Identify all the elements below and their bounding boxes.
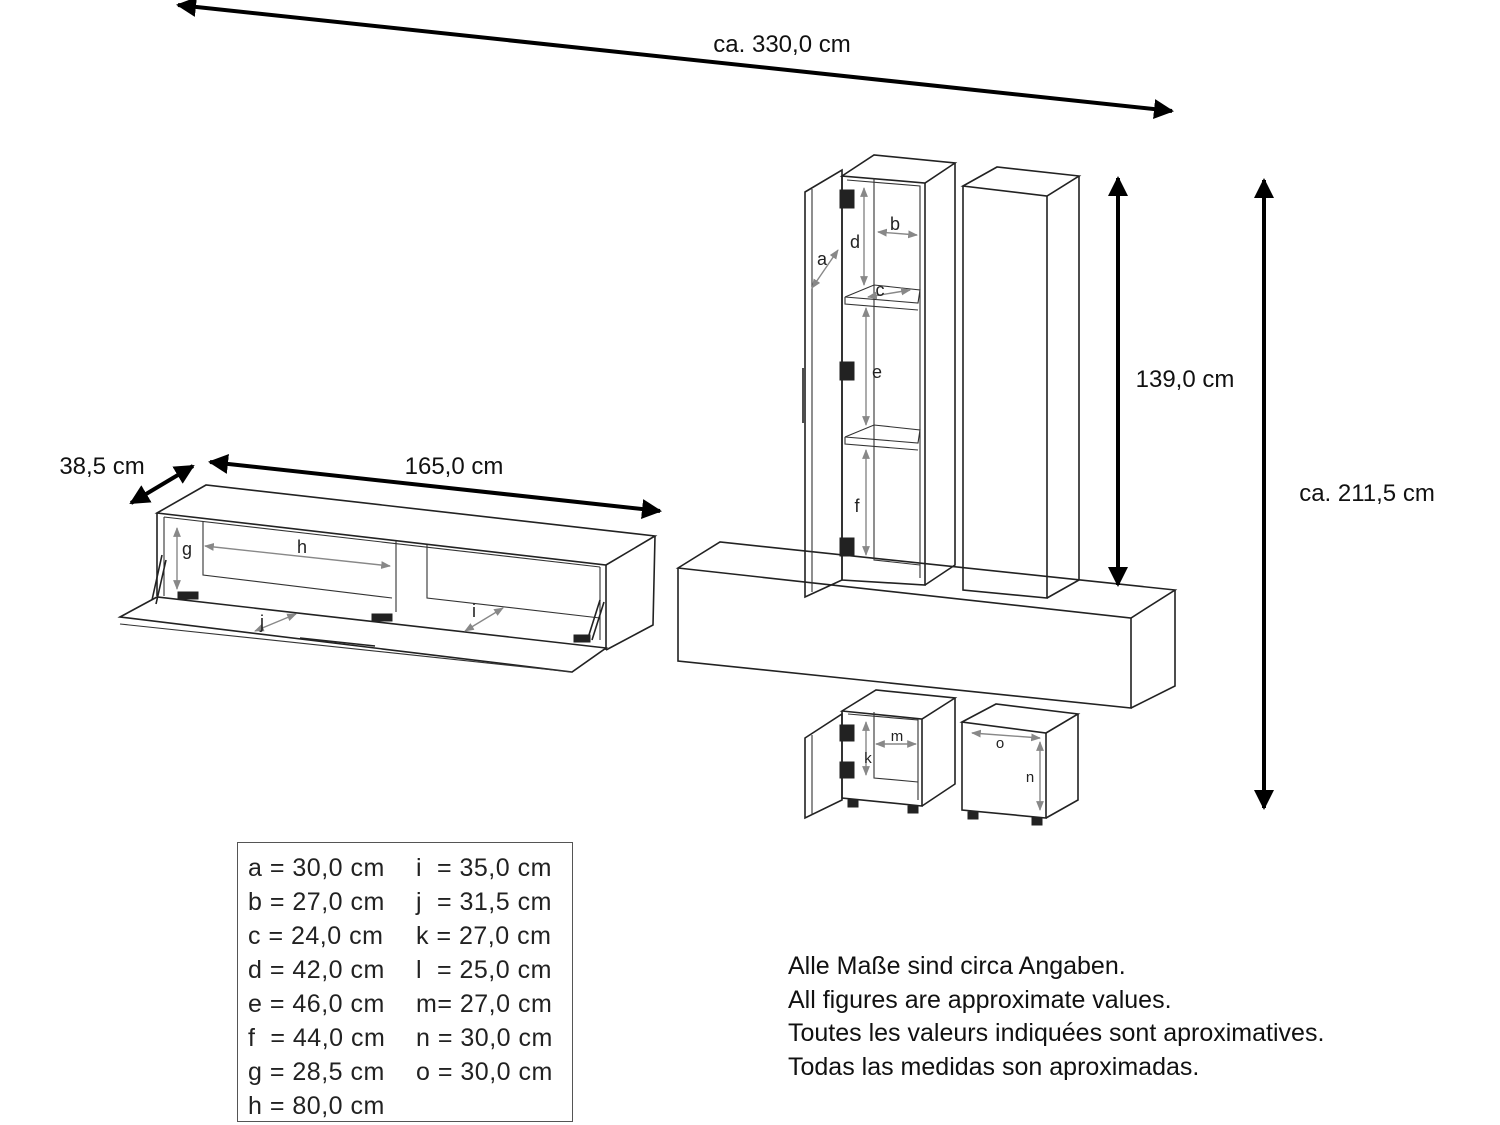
label-h: h [297,537,307,557]
tall-cabinet-closed-drawing [960,166,1082,599]
total-width-label: ca. 330,0 cm [713,31,850,58]
label-g: g [182,539,192,559]
label-k: k [864,750,872,767]
small-cabinet-open-drawing [804,689,958,820]
legend-row: g = 28,5 cm o = 30,0 cm [248,1058,553,1086]
hinge-icon [839,761,855,779]
note-french: Toutes les valeurs indiquées sont aproxi… [788,1019,1325,1047]
label-i: i [472,601,476,621]
label-o: o [996,735,1004,752]
lowboard-width-label: 165,0 cm [405,453,504,480]
legend-row: a = 30,0 cm i = 35,0 cm [248,854,552,882]
lowboard-drawing [117,454,662,673]
label-a: a [817,249,828,269]
legend-row: b = 27,0 cm j = 31,5 cm [248,888,552,916]
label-j: j [259,612,264,632]
note-german: Alle Maße sind circa Angaben. [788,952,1126,980]
foot-icon [907,805,919,814]
label-f: f [854,496,860,516]
foot-icon [967,811,979,820]
note-spanish: Todas las medidas son aproximadas. [788,1052,1200,1081]
hinge-icon [839,724,855,742]
small-cabinet-closed-drawing [959,703,1081,826]
label-d: d [850,232,860,252]
label-b: b [890,214,900,234]
total-height-label: ca. 211,5 cm [1299,480,1435,507]
legend-row: f = 44,0 cm n = 30,0 cm [248,1024,553,1052]
wall-lowboard-drawing [675,541,1178,709]
total-width-dimension: ca. 330,0 cm [176,0,1174,120]
hinge-icon [371,613,393,622]
lowboard-depth-label: 38,5 cm [59,453,144,480]
hinge-icon [573,634,591,643]
tall-cabinet-open-drawing [802,154,958,599]
approximation-notes: Alle Maße sind circa Angaben. All figure… [788,950,1324,1084]
legend-row: d = 42,0 cm l = 25,0 cm [248,956,552,984]
legend-row: e = 46,0 cm m= 27,0 cm [248,990,553,1018]
label-c: c [876,280,885,300]
label-n: n [1026,769,1034,786]
hinge-icon [839,361,855,381]
hinge-icon [177,591,199,600]
legend-row: c = 24,0 cm k = 27,0 cm [248,922,552,950]
legend-row: h = 80,0 cm [248,1092,385,1120]
label-e: e [872,362,882,382]
foot-icon [1031,817,1043,826]
cabinet-height-label: 139,0 cm [1136,366,1235,393]
foot-icon [847,799,859,808]
label-m: m [891,728,904,745]
note-english: All figures are approximate values. [788,985,1172,1014]
hinge-icon [839,537,855,557]
dimension-legend: a = 30,0 cm i = 35,0 cm b = 27,0 cm j = … [237,842,573,1122]
hinge-icon [839,189,855,209]
